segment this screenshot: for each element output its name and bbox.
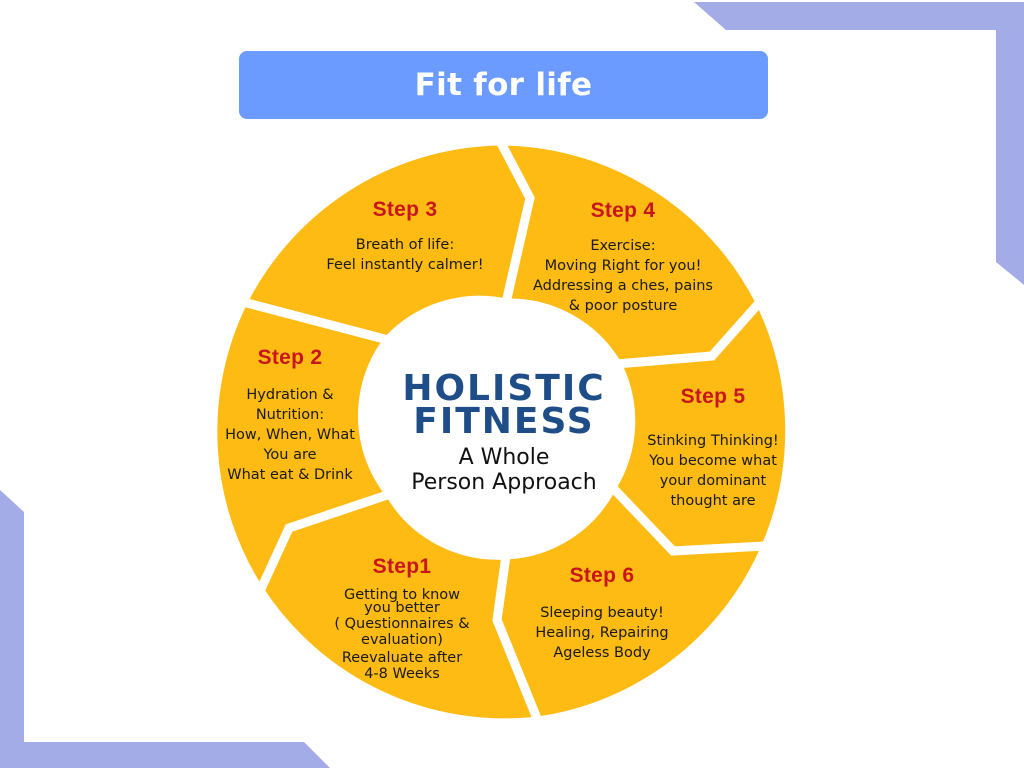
segment-step3: Step 3 Breath of life: Feel instantly ca… — [236, 136, 535, 346]
step2-title: Step 2 — [258, 346, 323, 369]
step2-line: What eat & Drink — [227, 467, 353, 483]
step2-line: How, When, What — [225, 427, 355, 443]
step3-line: Breath of life: — [356, 237, 454, 253]
step4-line: Addressing a ches, pains — [533, 278, 713, 294]
step1-line: ( Questionnaires & — [334, 616, 469, 632]
step4-line: Exercise: — [590, 238, 655, 254]
step5-line: Stinking Thinking! — [647, 433, 778, 449]
center-hub: HOLISTIC FITNESS A Whole Person Approach — [380, 308, 620, 548]
segment-step4: Step 4 Exercise: Moving Right for you! A… — [492, 136, 766, 369]
segment-step6: Step 6 Sleeping beauty! Healing, Repairi… — [492, 479, 773, 726]
center-subtitle-line1: A Whole — [459, 445, 550, 470]
step4-title: Step 4 — [591, 199, 656, 222]
step5-line: your dominant — [660, 473, 767, 489]
step5-title: Step 5 — [681, 385, 746, 408]
title-bar: Fit for life — [239, 51, 768, 119]
center-heading-line1: HOLISTIC — [402, 368, 605, 409]
step1-line: evaluation) — [361, 632, 443, 648]
center-subtitle-line2: Person Approach — [411, 470, 596, 495]
step2-line: You are — [262, 447, 316, 463]
step6-line: Ageless Body — [553, 645, 651, 661]
step6-line: Healing, Repairing — [535, 625, 668, 641]
step2-line: Nutrition: — [256, 407, 324, 423]
holistic-fitness-wheel: Step 3 Breath of life: Feel instantly ca… — [208, 136, 795, 728]
segment-step2: Step 2 Hydration & Nutrition: How, When,… — [208, 296, 398, 601]
step4-line: Moving Right for you! — [545, 258, 702, 274]
step1-line: Getting to know — [344, 587, 460, 603]
step5-line: thought are — [670, 493, 755, 509]
step1-line: 4-8 Weeks — [364, 666, 440, 682]
slide-title: Fit for life — [414, 67, 593, 103]
step1-title: Step1 — [373, 555, 432, 578]
step1-line: Reevaluate after — [342, 650, 462, 666]
step6-title: Step 6 — [570, 564, 635, 587]
step1-line: you better — [364, 600, 440, 616]
segment-step1: Step1 Getting to know you better ( Quest… — [254, 488, 545, 728]
step5-line: You become what — [648, 453, 777, 469]
step6-line: Sleeping beauty! — [540, 605, 664, 621]
center-heading-line2: FITNESS — [413, 401, 595, 442]
step4-line: & poor posture — [569, 298, 678, 314]
step3-line: Feel instantly calmer! — [326, 257, 483, 273]
step2-line: Hydration & — [246, 387, 333, 403]
step3-title: Step 3 — [373, 198, 438, 221]
